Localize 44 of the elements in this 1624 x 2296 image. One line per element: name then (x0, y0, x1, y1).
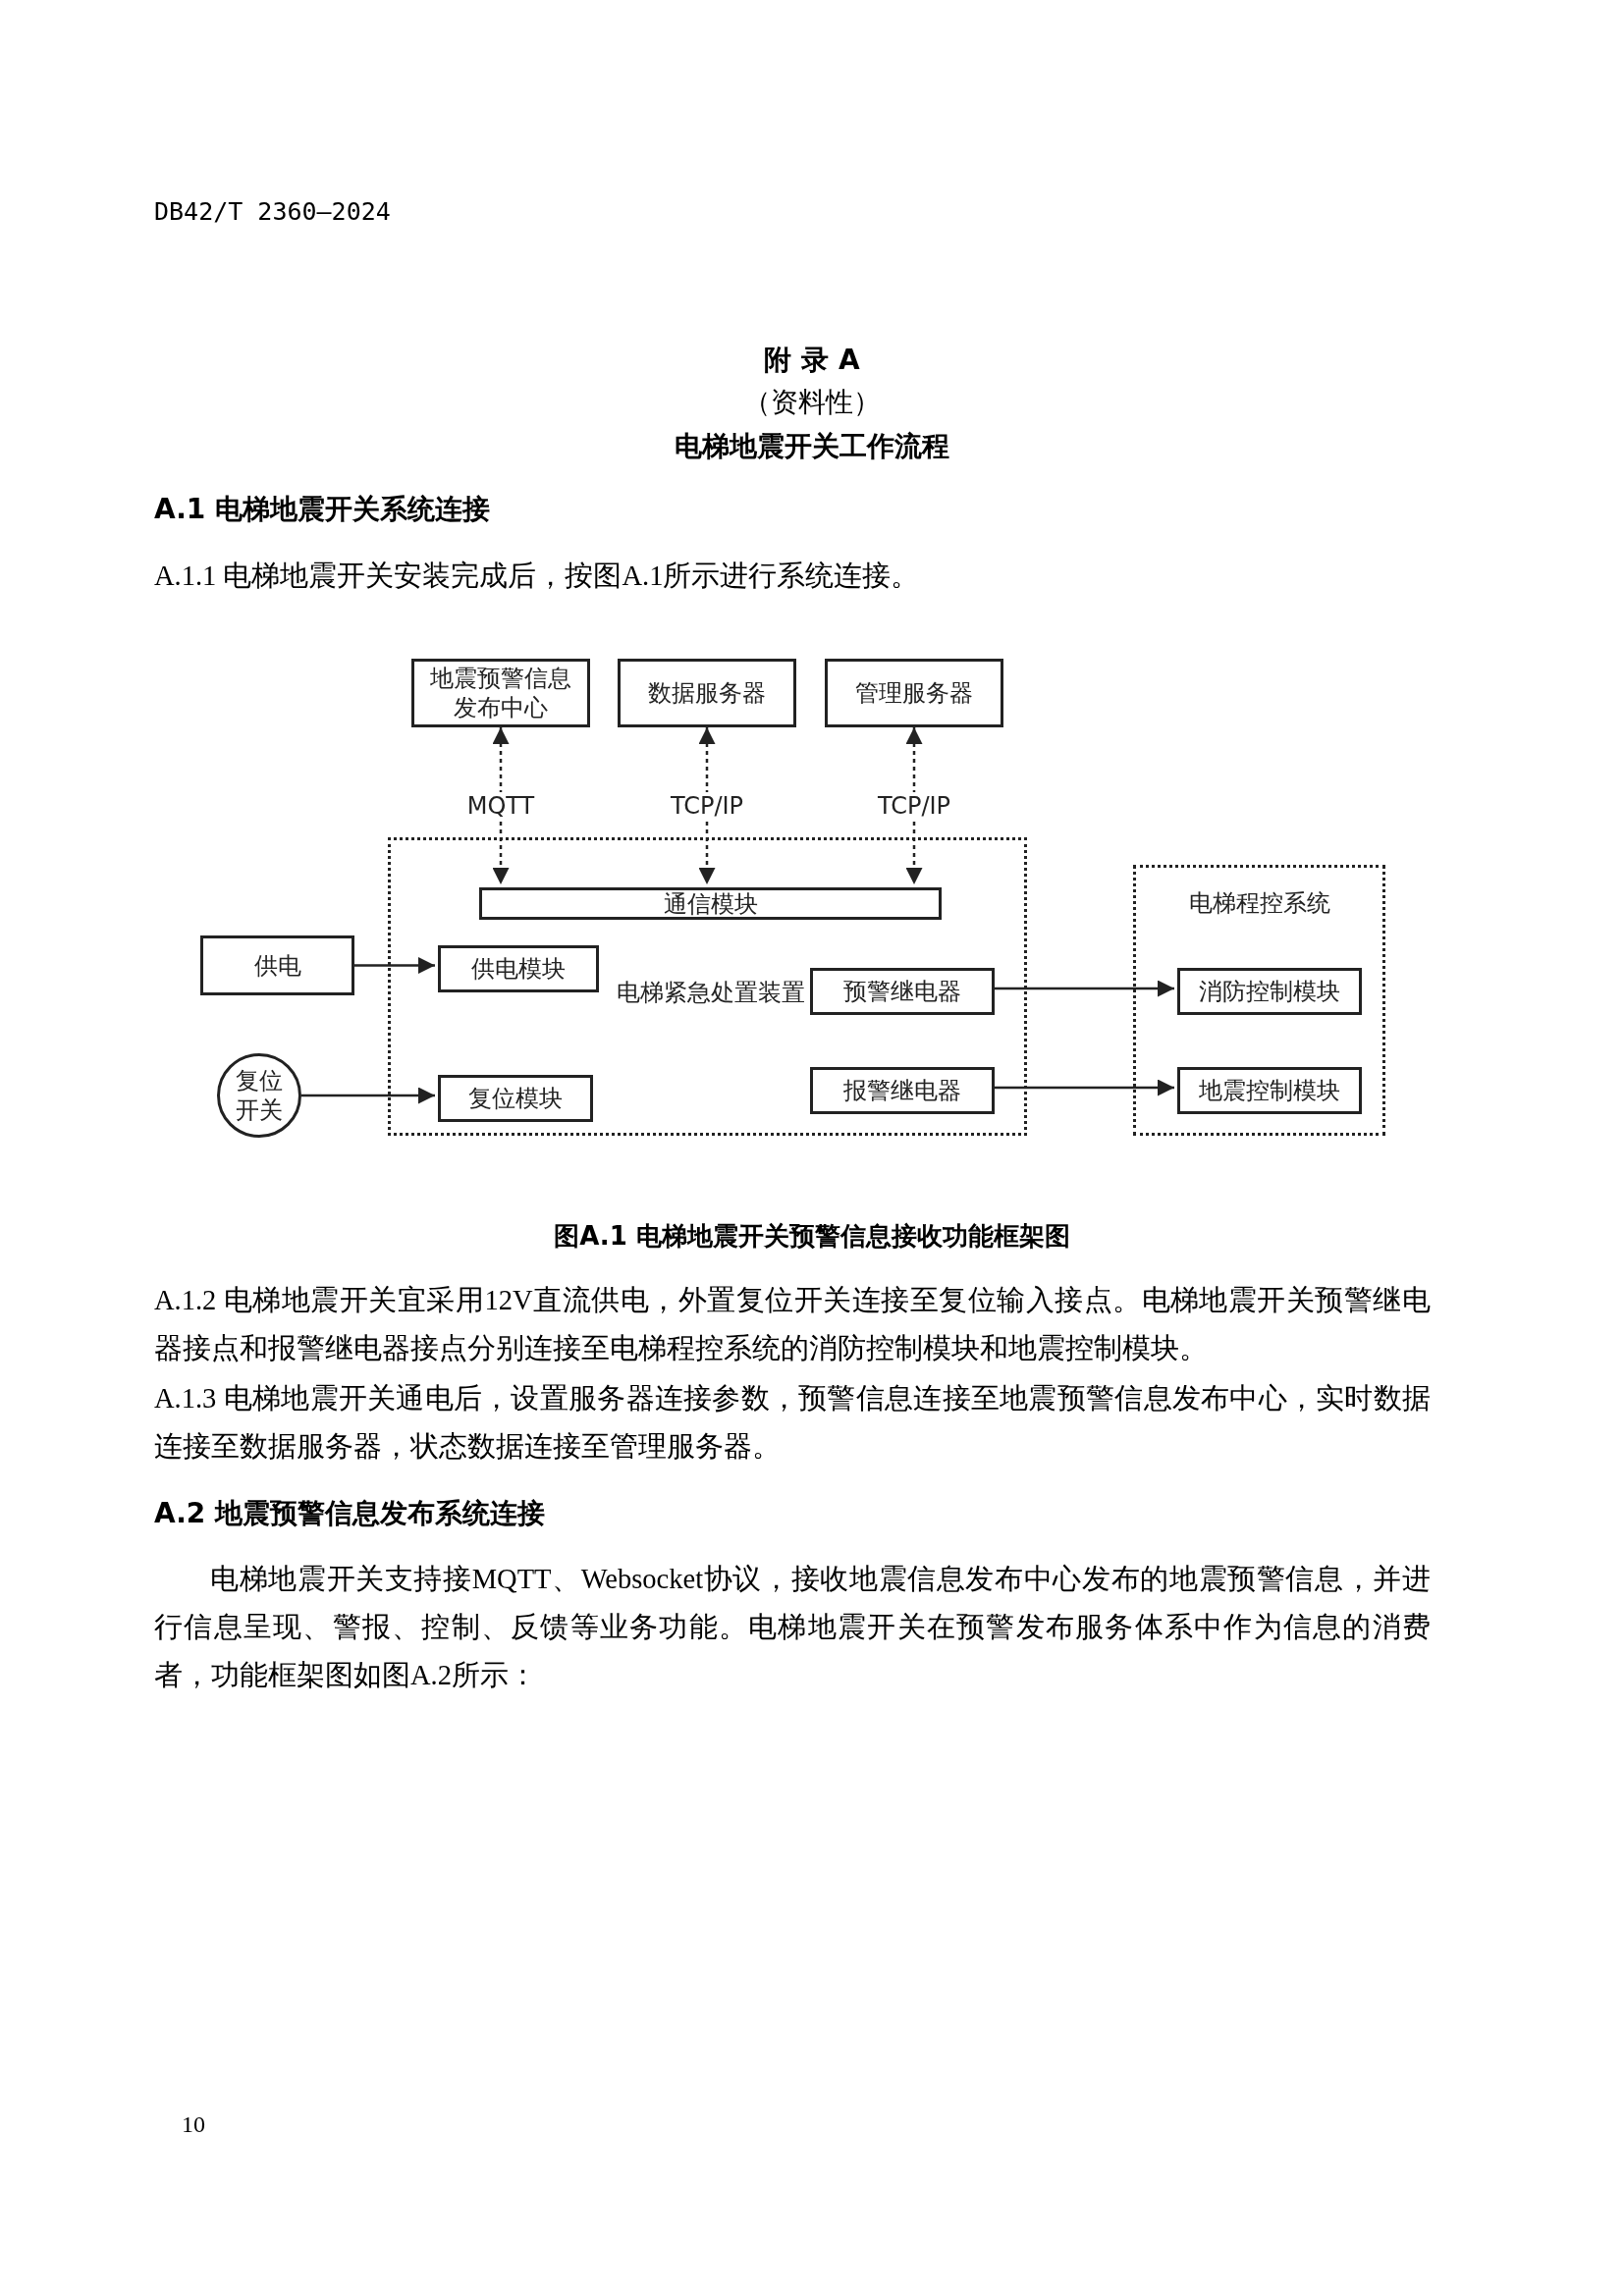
arrow (354, 957, 435, 974)
group-title: 电梯紧急处置装置 (617, 978, 805, 1007)
module-box (411, 659, 590, 727)
arrow (492, 727, 510, 884)
node-label: 报警继电器 (842, 1076, 962, 1105)
heading: 附 录 A (763, 343, 861, 378)
arrow (905, 727, 923, 884)
heading: 电梯地震开关工作流程 (674, 429, 950, 464)
module-box (810, 1067, 995, 1114)
module-box (618, 659, 796, 727)
group-title: 电梯程控系统 (1187, 888, 1331, 918)
module-box (1177, 968, 1362, 1015)
heading: （资料性） (742, 385, 882, 420)
paragraph: A.1.1 电梯地震开关安装完成后，按图A.1所示进行系统连接。 (154, 560, 921, 593)
heading: A.2 地震预警信息发布系统连接 (154, 1496, 547, 1531)
node-label: 消防控制模块 (1198, 977, 1341, 1006)
module-box (438, 945, 599, 992)
module-box (479, 887, 942, 920)
module-box (200, 935, 354, 995)
arrow (698, 727, 716, 884)
heading: A.1 电梯地震开关系统连接 (154, 492, 492, 527)
node-label: 供电 (252, 950, 302, 981)
document-code: DB42/T 2360—2024 (154, 196, 392, 228)
figure-caption: 图A.1 电梯地震开关预警信息接收功能框架图 (553, 1220, 1071, 1253)
system-group-frame (388, 837, 1027, 1136)
arrow (301, 1087, 435, 1104)
node-label: 通信模块 (662, 888, 759, 919)
paragraph: A.1.2 电梯地震开关宜采用12V直流供电，外置复位开关连接至复位输入接点。电梯地震开关预警继电器接点和报警继电器接点分别连接至电梯程控系统的消防控制模块和地震控制模块。 (154, 1284, 1431, 1365)
node-label: 复位模块 (467, 1084, 564, 1113)
node-label: 预警继电器 (842, 977, 962, 1006)
paragraph: A.1.3 电梯地震开关通电后，设置服务器连接参数，预警信息连接至地震预警信息发布中心，实时数据连接至数据服务器，状态数据连接至管理服务器。 (154, 1382, 1431, 1464)
node-label: 地震预警信息发布中心 (429, 664, 572, 722)
module-box (810, 968, 995, 1015)
node-label: 复位开关 (236, 1066, 283, 1125)
node-label: 数据服务器 (647, 678, 767, 708)
node-label: 供电模块 (470, 954, 567, 984)
node-label: 管理服务器 (854, 678, 974, 708)
paragraph: 电梯地震开关支持接MQTT、Websocket协议，接收地震信息发布中心发布的地震预警信息，并进行信息呈现、警报、控制、反馈等业务功能。电梯地震开关在预警发布服务体系中作为信息的消费者，功能框架图如图A.2所示： (154, 1563, 1431, 1692)
module-box (825, 659, 1003, 727)
page-number: 10 (182, 2110, 206, 2139)
system-group-frame (1133, 865, 1385, 1136)
module-box (1177, 1067, 1362, 1114)
module-box (438, 1075, 593, 1122)
node-label: 地震控制模块 (1198, 1076, 1341, 1105)
